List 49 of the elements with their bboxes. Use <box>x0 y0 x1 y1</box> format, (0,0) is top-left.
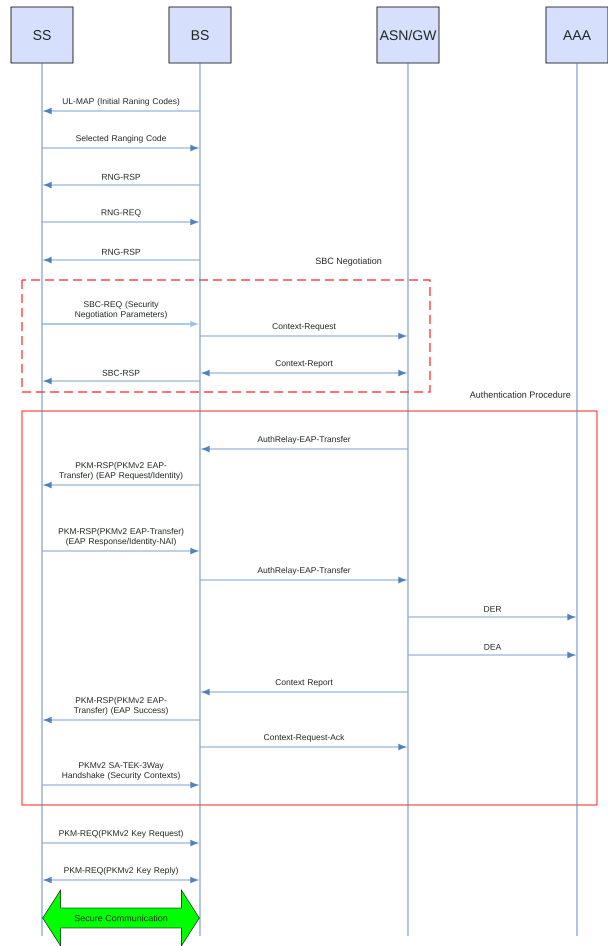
group-heading: SBC Negotiation <box>314 256 383 267</box>
edge-label: RNG-REQ <box>102 209 141 217</box>
message-arrow <box>44 716 200 724</box>
edge-label: PKM-RSP(PKMv2 EAP-Transfer) (EAP Success) <box>74 696 168 715</box>
edge-label: Secure Communication <box>73 914 169 922</box>
message-arrow <box>200 332 406 340</box>
edge-label: Context-Request <box>272 323 336 331</box>
edge-label: DEA <box>484 644 502 650</box>
participant-box: AAA <box>546 6 608 64</box>
edge-label: PKM-RSP(PKMv2 EAP-Transfer) (EAP Request/Identity) <box>59 462 182 480</box>
edge-label: Selected Ranging Code <box>76 134 166 143</box>
edge-label: DER <box>484 606 502 612</box>
participant-box: BS <box>168 6 232 64</box>
edge-label: PKM-REQ(PKMv2 Key Request) <box>59 830 183 838</box>
edge-label: UL-MAP (Initial Raning Codes) <box>62 98 180 106</box>
message-arrow <box>42 218 198 226</box>
message-arrow <box>408 614 576 620</box>
message-arrow <box>44 482 200 488</box>
edge-label: Context-Request-Ack <box>264 734 344 742</box>
group-heading: Authentication Procedure <box>468 390 572 399</box>
edge-label: PKMv2 SA-TEK-3Way Handshake (Security Contexts) <box>62 762 180 780</box>
message-arrow <box>200 576 406 584</box>
edge-label: PKM-REQ(PKMv2 Key Reply) <box>64 866 178 875</box>
message-arrow <box>44 876 198 884</box>
participant-box: ASN/GW <box>376 6 440 64</box>
participant-box: SS <box>10 6 74 64</box>
message-arrow <box>202 446 408 452</box>
message-arrow <box>408 652 576 658</box>
message-arrow <box>44 256 200 264</box>
message-arrow <box>42 840 198 846</box>
edge-label: SBC-RSP <box>102 370 140 376</box>
message-arrow <box>200 744 406 750</box>
message-arrow <box>42 321 197 327</box>
edge-label: AuthRelay-EAP-Transfer <box>257 566 350 575</box>
edge-label: Context-Report <box>276 360 333 368</box>
edge-label: RNG-RSP <box>102 248 140 255</box>
edge-label: RNG-RSP <box>102 174 140 180</box>
message-arrow <box>42 144 198 152</box>
edge-label: PKM-RSP(PKMv2 EAP-Transfer) (EAP Response/Identity-NAI) <box>58 528 184 546</box>
edge-label: AuthRelay-EAP-Transfer <box>257 436 350 444</box>
message-arrow <box>42 548 198 554</box>
message-arrow <box>202 688 408 696</box>
message-arrow <box>44 182 200 188</box>
edge-label: Context Report <box>276 679 333 687</box>
message-arrow <box>44 108 200 114</box>
message-arrow <box>202 370 406 376</box>
edge-label: SBC-REQ (Security Negotiation Parameters) <box>75 300 167 319</box>
message-arrow <box>42 782 198 788</box>
message-arrow <box>44 378 200 384</box>
